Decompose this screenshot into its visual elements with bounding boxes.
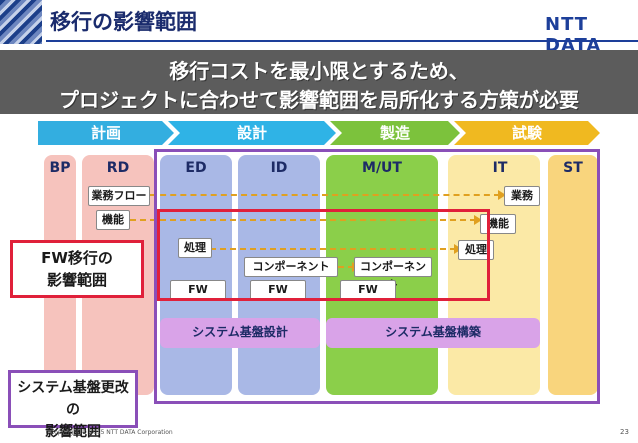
column-label-st: ST xyxy=(563,160,583,176)
fw-callout-line-2: 影響範囲 xyxy=(46,271,107,289)
column-label-ed: ED xyxy=(185,160,207,176)
header-divider xyxy=(46,40,638,42)
flow-arrow-kino xyxy=(130,215,482,225)
column-label-bp: BP xyxy=(49,160,71,176)
header-stripe-decoration xyxy=(0,0,42,44)
copyright-footer: Copyright © 2015 NTT DATA Corporation xyxy=(50,429,173,436)
slide-header xyxy=(0,0,638,44)
fw-callout-line-1: FW移行の xyxy=(41,249,113,267)
tag-shori-ed: 処理 xyxy=(178,238,212,258)
phase-test: 試験 xyxy=(454,121,600,145)
phase-build: 製造 xyxy=(330,121,460,145)
phase-plan: 計画 xyxy=(38,121,174,145)
tag-gyomu: 業務 xyxy=(504,186,540,206)
system-scope-outline xyxy=(154,149,600,404)
tag-component-id: コンポーネント xyxy=(244,257,338,277)
system-infra-build: システム基盤構築 xyxy=(326,318,540,348)
flow-arrow-gyomu xyxy=(150,190,506,200)
banner-line-2: プロジェクトに合わせて影響範囲を局所化する方策が必要 xyxy=(59,88,579,112)
column-label-rd: RD xyxy=(106,160,130,176)
banner-line-1: 移行コストを最小限とするため、 xyxy=(169,59,469,83)
phase-design: 設計 xyxy=(168,121,336,145)
fw-scope-outline xyxy=(157,209,490,301)
column-label-id: ID xyxy=(270,160,288,176)
system-renewal-callout: システム基盤更改の 影響範囲 xyxy=(8,370,138,440)
system-infra-design: システム基盤設計 xyxy=(160,318,320,348)
column-label-it: IT xyxy=(492,160,508,176)
tag-fw-mut: FW xyxy=(340,280,396,300)
sys-callout-line-1: システム基盤更改の xyxy=(17,380,129,418)
tag-shori-it: 処理 xyxy=(458,240,494,260)
column-label-mut: M/UT xyxy=(362,160,402,176)
slide-title: 移行の影響範囲 xyxy=(50,10,197,34)
tag-gyomu-flow: 業務フロー xyxy=(88,186,150,206)
message-banner xyxy=(0,50,638,114)
column-st xyxy=(548,155,598,395)
page-number: 23 xyxy=(620,428,629,436)
tag-kino-rd: 機能 xyxy=(96,210,130,230)
fw-migration-callout: FW移行の 影響範囲 xyxy=(10,240,144,298)
sys-callout-line-2: 影響範囲 xyxy=(45,424,101,440)
